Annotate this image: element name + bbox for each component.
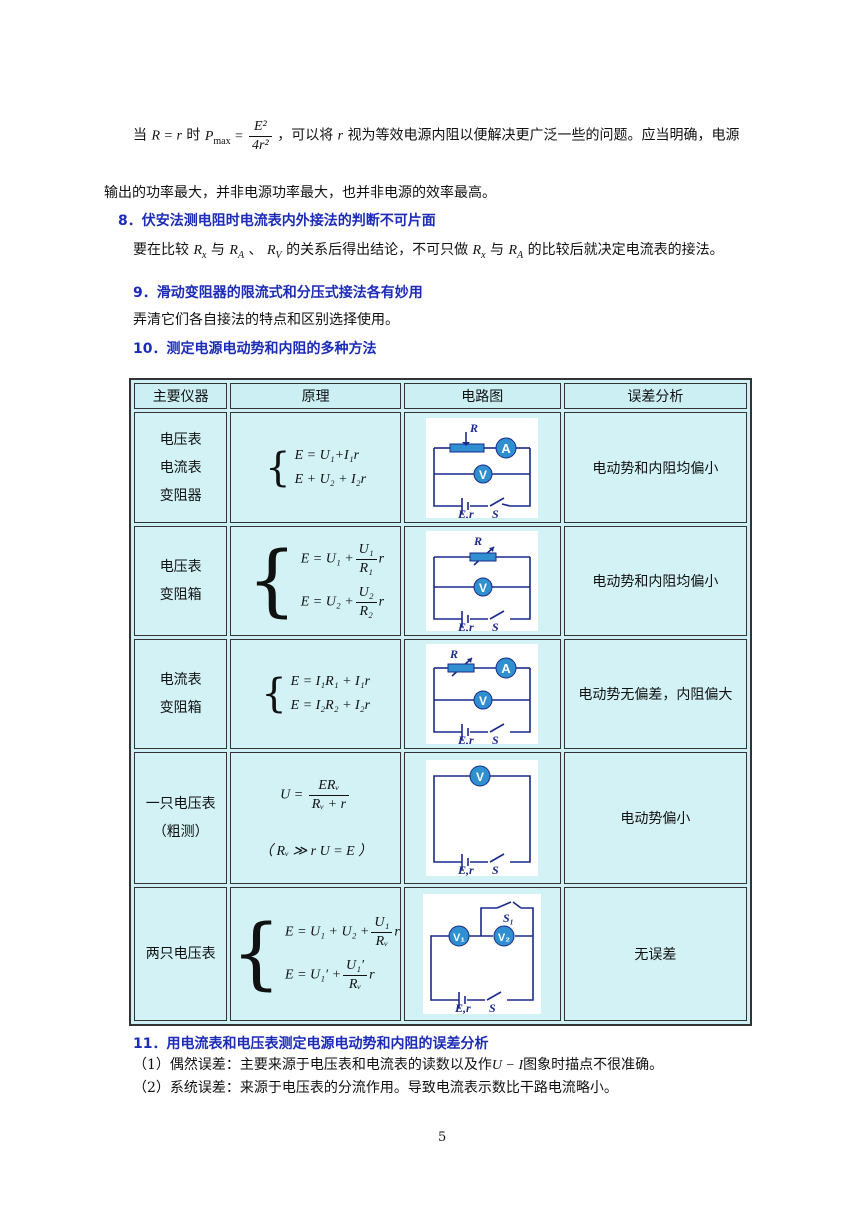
svg-text:V: V: [479, 581, 487, 595]
circuit-diagram-2: V R E,r S: [426, 531, 539, 631]
table-row: 电流表 变阻箱 { E = I₁R₁ + I₁r E = I₂R₂ + I₂r: [134, 639, 747, 749]
svg-text:S: S: [492, 507, 499, 518]
svg-text:A: A: [502, 441, 512, 456]
svg-text:S: S: [492, 863, 499, 876]
svg-text:E,r: E,r: [457, 733, 474, 744]
instruments-cell: 电压表 电流表 变阻器: [134, 412, 228, 523]
svg-text:E,r: E,r: [457, 863, 474, 876]
paragraph-sec11-item1: （1）偶然误差：主要来源于电压表和电流表的读数以及作U − I图象时描点不很准确…: [133, 1057, 664, 1073]
svg-text:R: R: [469, 421, 478, 435]
svg-text:V: V: [479, 694, 487, 708]
svg-text:E,r: E,r: [454, 1001, 471, 1014]
svg-text:S₁: S₁: [503, 911, 514, 925]
svg-text:R: R: [473, 534, 482, 548]
circuit-cell: V E,r S: [403, 752, 561, 884]
svg-text:V₂: V₂: [498, 932, 510, 944]
circuit-diagram-5: V₁ V₂ S₁ E,r S: [423, 894, 542, 1014]
header-circuit: 电路图: [403, 383, 561, 409]
svg-text:E,r: E,r: [457, 620, 474, 631]
methods-table: 主要仪器 原理 电路图 误差分析 电压表 电流表 变阻器 { E = U₁+I₁…: [129, 378, 752, 1026]
svg-text:S: S: [489, 1001, 496, 1014]
instruments-cell: 一只电压表 （粗测）: [134, 752, 228, 884]
svg-text:S: S: [492, 620, 499, 631]
table-row: 电压表 电流表 变阻器 { E = U₁+I₁r E + U₂ + I₂r: [134, 412, 747, 523]
header-principle: 原理: [230, 383, 401, 409]
table-header-row: 主要仪器 原理 电路图 误差分析: [134, 383, 747, 409]
instruments-cell: 两只电压表: [134, 887, 228, 1021]
svg-text:V₁: V₁: [453, 932, 465, 944]
circuit-cell: V₁ V₂ S₁ E,r S: [403, 887, 561, 1021]
page-number: 5: [438, 1130, 447, 1145]
svg-text:V: V: [479, 468, 487, 482]
instruments-cell: 电流表 变阻箱: [134, 639, 228, 749]
svg-text:E,r: E,r: [457, 507, 474, 518]
circuit-cell: V R E,r S: [403, 526, 561, 636]
principle-cell: { E = I₁R₁ + I₁r E = I₂R₂ + I₂r: [230, 639, 401, 749]
paragraph-sec9: 弄清它们各自接法的特点和区别选择使用。: [133, 312, 399, 328]
error-cell: 电动势偏小: [563, 752, 747, 884]
heading-sec9: 9．滑动变阻器的限流式和分压式接法各有妙用: [133, 285, 423, 301]
error-cell: 电动势无偏差，内阻偏大: [563, 639, 747, 749]
svg-text:A: A: [502, 661, 512, 676]
error-cell: 电动势和内阻均偏小: [563, 412, 747, 523]
error-cell: 无误差: [563, 887, 747, 1021]
header-instruments: 主要仪器: [134, 383, 228, 409]
paragraph-sec11-item2: （2）系统误差：来源于电压表的分流作用。导致电流表示数比干路电流略小。: [133, 1080, 618, 1096]
paragraph-line2: 输出的功率最大，并非电源功率最大，也并非电源的效率最高。: [104, 185, 496, 201]
error-cell: 电动势和内阻均偏小: [563, 526, 747, 636]
header-error: 误差分析: [563, 383, 747, 409]
instruments-cell: 电压表 变阻箱: [134, 526, 228, 636]
svg-text:S: S: [492, 733, 499, 744]
svg-text:R: R: [449, 647, 458, 661]
circuit-diagram-3: A V R E,r S: [426, 644, 539, 744]
principle-cell: { E = U₁+I₁r E + U₂ + I₂r: [230, 412, 401, 523]
paragraph-sec8: 要在比较 Rx 与 RA 、 RV 的关系后得出结论，不可只做 Rx 与 RA …: [133, 242, 724, 261]
svg-text:V: V: [476, 770, 484, 784]
heading-sec10: 10．测定电源电动势和内阻的多种方法: [133, 341, 377, 357]
heading-sec8: 8．伏安法测电阻时电流表内外接法的判断不可片面: [118, 213, 436, 229]
circuit-diagram-1: A V R E,r S: [426, 417, 539, 518]
circuit-cell: A V R E,r S: [403, 639, 561, 749]
circuit-diagram-4: V E,r S: [426, 760, 539, 876]
heading-sec11: 11．用电流表和电压表测定电源电动势和内阻的误差分析: [133, 1036, 489, 1052]
circuit-cell: A V R E,r S: [403, 412, 561, 523]
